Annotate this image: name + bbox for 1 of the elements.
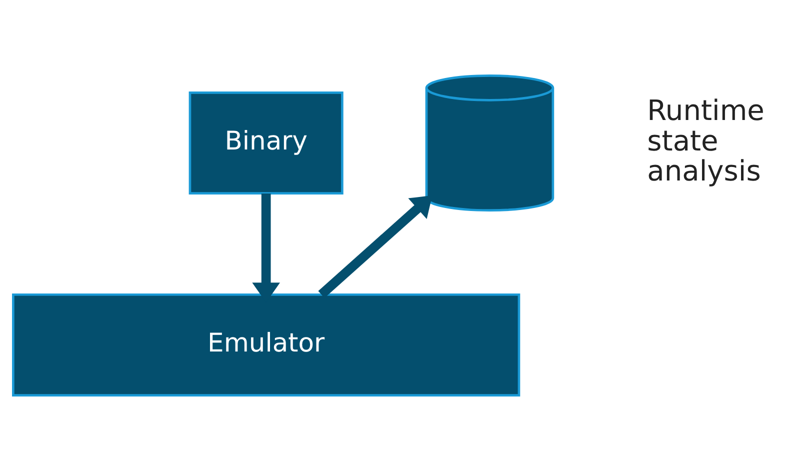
node-label: Runtime state analysis — [647, 94, 764, 188]
